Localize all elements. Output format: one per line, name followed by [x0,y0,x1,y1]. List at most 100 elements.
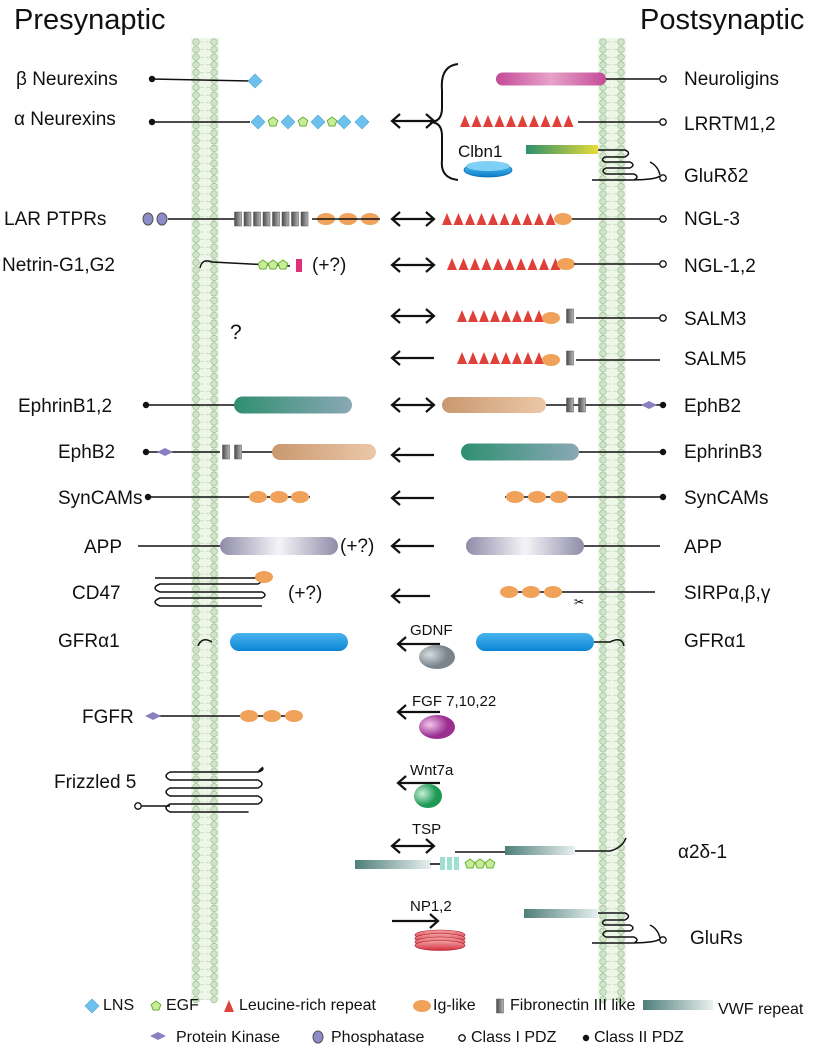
lipid-head [210,61,218,69]
lrr-icon [479,310,489,322]
lipid-head [210,273,218,282]
lrr-icon [479,352,489,364]
lipid-head [210,129,218,137]
lipid-head [210,783,218,791]
lipid-head [599,783,607,791]
label-ephb2-left: EphB2 [58,442,116,463]
lipid-head [192,114,200,122]
lipid-head [599,957,607,966]
lipid-head [192,296,200,305]
lipid-head [192,235,200,244]
lipid-head [192,441,200,449]
lipid-head [192,251,200,259]
fn3-icon [272,211,280,227]
lrr-icon [483,115,493,127]
fn3-icon [566,350,574,366]
class2-pdz-icon [148,75,156,83]
lipid-head [617,775,625,783]
lipid-head [210,114,218,122]
lipid-head [192,365,200,373]
label-glurs: GluRs [690,928,743,949]
fn3-icon [253,211,261,227]
label-a2d1: α2δ-1 [678,842,728,863]
lipid-head [617,653,625,662]
lipid-head [192,988,200,996]
lrr-icon [499,213,510,225]
lipid-head [617,577,625,586]
label-fgf: FGF 7,10,22 [412,693,497,710]
lipid-head [599,273,607,282]
lipid-head [210,919,218,928]
lipid-head [210,836,218,844]
wnt-arrow [396,775,440,791]
lipid-head [210,372,218,381]
lipid-head [599,661,607,669]
lipid-head [617,859,625,867]
lipid-head [599,137,607,145]
gfra1-left-anchor [197,639,213,647]
lipid-head [210,456,218,464]
lipid-head [210,631,218,639]
lipid-head [192,524,200,533]
arrow-head [425,257,436,273]
lipid-head [210,342,218,350]
lipid-head [599,45,607,54]
lns-icon [250,114,266,130]
lipid-head [210,699,218,707]
lipid-head [599,532,607,540]
lipid-head [210,623,218,631]
lipid-head [192,304,200,312]
lipid-head [617,334,625,343]
lns-icon [310,114,326,130]
lipid-head [617,593,625,601]
lipid-head [192,327,200,335]
lipid-head [599,828,607,837]
label-cd47: CD47 [72,583,121,604]
netrin-arrow [390,257,436,273]
lipid-head [599,570,607,578]
fn3-icon [234,211,242,227]
presynaptic-header: Presynaptic [14,4,166,36]
lipid-head [599,266,607,274]
lipid-head [617,957,625,966]
wnt-shape [414,784,442,808]
glurs-amino-domain [524,909,598,918]
lipid-head [599,418,607,426]
lipid-head [192,570,200,578]
lipid-head [599,190,607,198]
class1-pdz-icon [659,936,667,944]
lipid-head [192,729,200,738]
legend-class1-label: Class I PDZ [471,1029,557,1046]
lipid-head [210,182,218,191]
label-wnt7a: Wnt7a [410,762,454,779]
lipid-head [617,783,625,791]
legend-egf-label: EGF [166,997,199,1014]
egf-icon [326,116,338,127]
lipid-head [192,425,200,434]
lipid-head [210,935,218,943]
lipid-head [210,365,218,373]
lipid-head [599,897,607,905]
lipid-head [192,737,200,745]
lipid-head [617,600,625,609]
label-fgfr: FGFR [82,707,134,728]
lipid-head [599,524,607,533]
lipid-head [617,114,625,122]
lipid-head [617,228,625,236]
class1-pdz-icon [134,802,142,810]
lipid-head [617,615,625,624]
arrow-head [425,397,436,413]
lipid-head [617,714,625,723]
lipid-head [617,851,625,859]
lipid-head [617,919,625,928]
lipid-head [210,980,218,989]
lrr-icon [493,258,503,270]
lipid-head [617,722,625,730]
lipid-head [192,653,200,662]
lipid-head [617,425,625,434]
lipid-head [599,357,607,365]
lipid-head [617,737,625,745]
label-syncams-left: SynCAMs [58,488,143,509]
label-lar-ptprs: LAR PTPRs [4,209,107,230]
glurs-transmembrane [592,912,661,944]
